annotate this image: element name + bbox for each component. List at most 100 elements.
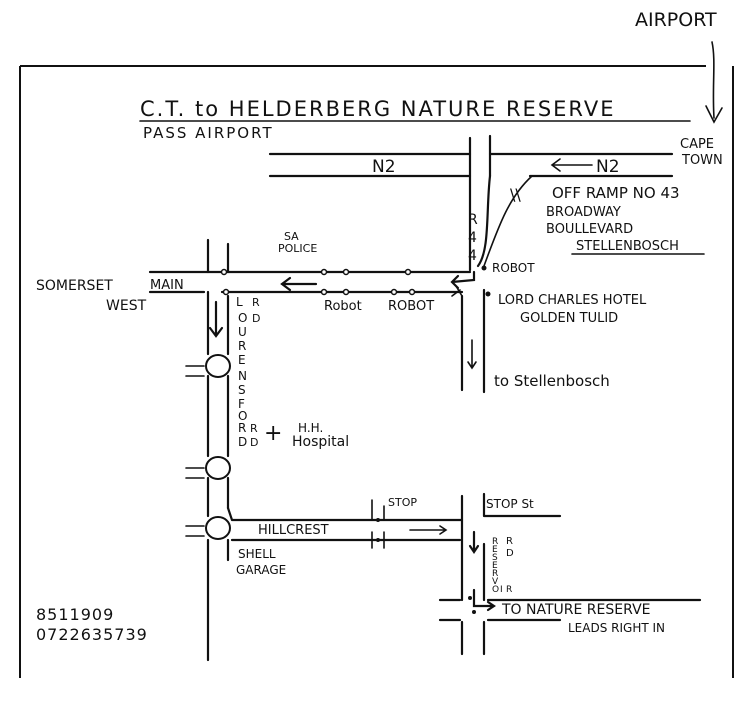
lourensford-o2: O [238,409,247,423]
stellenbosch-exit-label: STELLENBOSCH [576,239,679,254]
nature-reserve-label: TO NATURE RESERVE [501,602,651,618]
main-road-label: MAIN [150,278,184,293]
phone-number-2: 0722635739 [36,625,148,644]
stellenbosch-arrow [467,339,477,370]
lourensford-arrow [208,300,224,338]
r44-road [460,134,492,394]
map-border [19,65,734,678]
robot-marker [404,268,412,276]
lourensford-u: U [238,325,247,339]
reservoir-r: R [492,537,498,547]
off-ramp-inner [483,175,533,267]
roundabout [205,354,231,378]
lourensford-e: E [238,353,246,367]
roundabout [205,516,231,540]
turn-arrow [450,270,476,290]
cape-town-label: CAPE [680,137,714,152]
phone-number: 8511909 [36,605,114,624]
n2-label-left: N2 [372,157,396,177]
hospital-cross: + [264,421,282,446]
robot-label-1: Robot [324,299,362,314]
reservoir-o: O [492,585,499,595]
hospital-label: H.H. [298,421,323,435]
stop-marker [371,499,385,549]
robot-marker [408,288,416,296]
map-subtitle: PASS AIRPORT [143,124,274,142]
nature-reserve-road [438,598,702,622]
airport-arrow [705,41,723,124]
lourensford-o: O [238,311,247,325]
lourensford-rd2-d: D [250,436,258,449]
sa-police-label-2: POLICE [278,242,317,255]
broadway-label: BROADWAY [546,205,621,220]
main-direction-arrow [280,276,318,292]
reservoir-road [460,492,562,656]
off-ramp-label: OFF RAMP NO 43 [552,184,680,202]
lourensford-rd-r: R [252,296,260,309]
n2-label-right: N2 [596,157,620,177]
robot-marker [320,288,328,296]
sa-police-label: SA [284,230,299,243]
r44-letter-1: R [468,212,478,228]
reservoir-e: E [492,545,498,555]
stop-dot [376,518,380,522]
off-ramp [476,174,492,268]
lourensford-rd-d: D [252,312,260,325]
robot-marker [342,288,350,296]
robot-marker [342,268,350,276]
lourensford-r2: R [238,421,246,435]
lourensford-f: F [238,397,245,411]
main-road [148,270,472,294]
somerset-west-label: SOMERSET [36,278,113,294]
hillcrest-road [226,506,464,542]
airport-label: AIRPORT [635,9,717,31]
golden-tulip-label: GOLDEN TULID [520,311,618,326]
r44-letter-2: 4 [468,230,477,246]
ramp-mark: \\ [510,185,521,204]
reservoir-r2: R [492,569,498,579]
reservoir-rd-r: R [506,536,513,547]
lourensford-l: L [236,295,243,309]
lord-charles-label: LORD CHARLES HOTEL [498,293,647,308]
robot-label-right: ROBOT [492,261,535,275]
stop-st-label: STOP St [486,497,534,511]
nature-reserve-arrow [472,588,496,612]
lourensford-rd2-r: R [250,422,258,435]
n2-road [268,152,674,178]
roundabout-stubs [185,365,205,537]
reservoir-e2: E [492,561,498,571]
shell-garage-label: SHELL [238,547,276,561]
robot-marker [320,268,328,276]
gate-dot [472,610,476,614]
hillcrest-arrow [409,525,448,535]
reservoir-r3: R [506,585,512,595]
hospital-label-2: Hospital [292,434,349,450]
stop-dot [376,538,380,542]
lourensford-road [206,238,230,662]
reservoir-arrow [468,530,480,554]
turn-arrow-2 [451,285,463,297]
leads-right-in-label: LEADS RIGHT IN [568,621,665,635]
robot-marker [222,288,230,296]
robot-marker [485,291,491,297]
r44-letter-3: 4 [468,248,477,264]
robot-marker [481,265,487,271]
reservoir-rd-d: D [506,548,514,559]
reservoir-v: V [492,577,499,587]
cape-town-label-2: TOWN [681,153,723,168]
lourensford-r: R [238,339,246,353]
lourensford-n: N [238,369,247,383]
gate-dot [468,596,472,600]
hillcrest-label: HILLCREST [258,523,329,538]
to-stellenbosch-label: to Stellenbosch [494,372,610,390]
roundabout [205,456,231,480]
robot-marker [220,268,228,276]
map-title: C.T. to HELDERBERG NATURE RESERVE [140,97,616,121]
robot-label-2: ROBOT [388,299,434,314]
robot-marker [390,288,398,296]
boulevard-label: BOULLEVARD [546,222,633,237]
lourensford-s: S [238,383,246,397]
reservoir-s: S [492,553,498,563]
lourensford-d: D [238,435,247,449]
